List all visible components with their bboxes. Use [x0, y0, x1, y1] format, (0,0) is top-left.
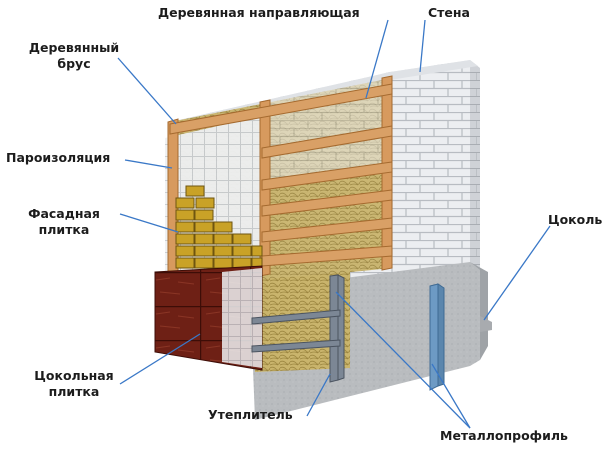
label-plinth-tile: Цокольная плитка [20, 368, 128, 400]
label-facade-tile: Фасадная плитка [10, 206, 118, 238]
label-plinth-tile-line2: плитка [48, 384, 100, 399]
label-plinth-tile-line1: Цокольная [34, 368, 114, 383]
label-plinth: Цоколь [548, 212, 603, 227]
facade-tile-stack [175, 185, 263, 269]
wooden-rails [169, 83, 393, 267]
label-wood-rail: Деревянная направляющая [158, 5, 360, 20]
label-wood-beam: Деревянный брус [20, 40, 128, 72]
label-vapor-barrier: Пароизоляция [6, 150, 111, 165]
label-wall: Стена [428, 5, 470, 20]
metal-profiles [251, 274, 445, 391]
label-wood-beam-line1: Деревянный [28, 40, 120, 55]
label-insulation: Утеплитель [208, 407, 293, 422]
label-metal-profile: Металлопрофиль [440, 428, 568, 443]
label-wood-beam-line2: брус [57, 56, 91, 71]
plinth-tile-block [154, 265, 263, 371]
label-facade-tile-line2: плитка [38, 222, 90, 237]
label-facade-tile-line1: Фасадная [28, 206, 100, 221]
leader-lines [117, 19, 551, 429]
